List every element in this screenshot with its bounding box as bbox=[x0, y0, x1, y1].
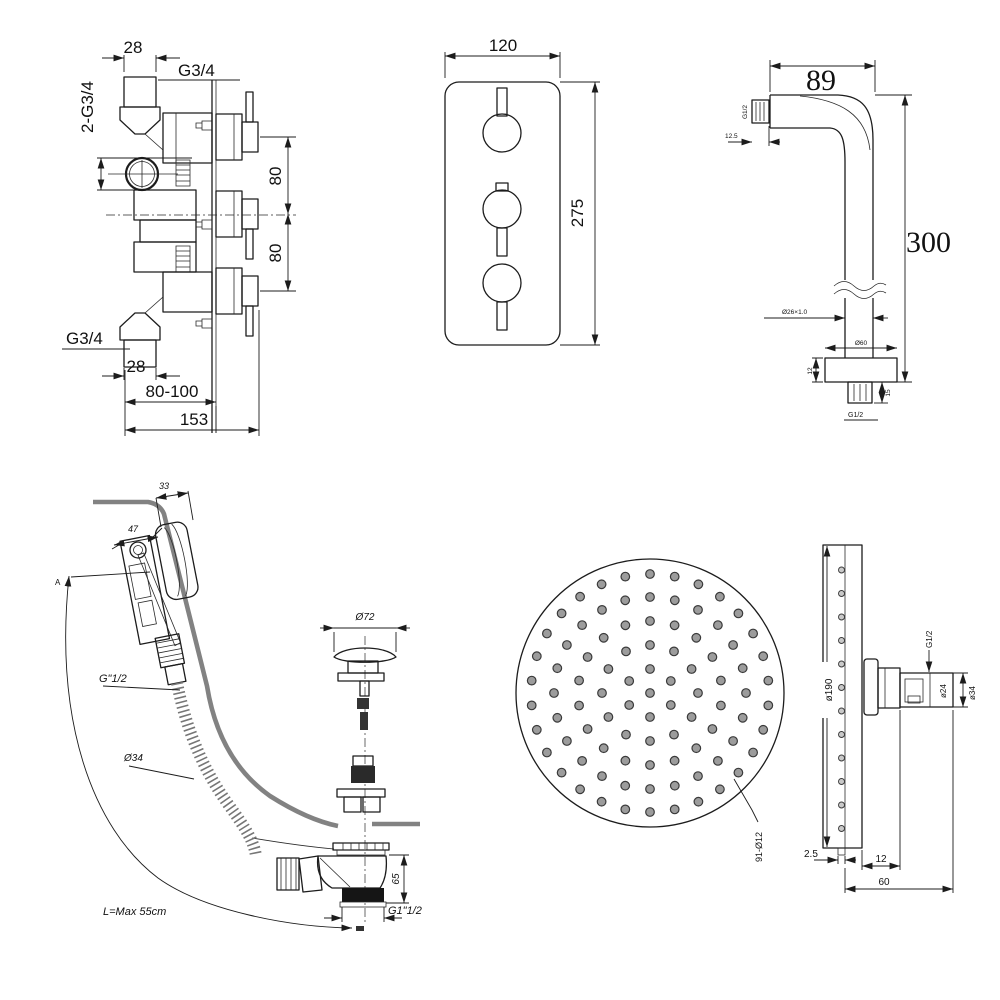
dim-120: 120 bbox=[489, 36, 517, 55]
dim-275: 275 bbox=[568, 199, 587, 227]
dim-head-dia-190: ø190 bbox=[824, 678, 835, 701]
dim-stub-15: 15 bbox=[885, 389, 892, 397]
dim-flange-h-12: 12 bbox=[807, 367, 814, 375]
valve-front-dimensions: 120 275 bbox=[444, 36, 600, 346]
valve-front-view-drawing: 120 275 bbox=[444, 36, 600, 346]
dim-153: 153 bbox=[180, 410, 208, 429]
thread-2xg34: 2-G3/4 bbox=[78, 81, 97, 133]
thread-g1-12-waste: G1"1/2 bbox=[388, 905, 422, 917]
dim-inner-24: ø24 bbox=[939, 684, 948, 698]
thread-g34-top: G3/4 bbox=[178, 61, 215, 80]
dim-28-bottom: 28 bbox=[127, 357, 146, 376]
valve-side-dimensions: 28 G3/4 2-G3/4 80 80 G3/4 28 80-100 153 bbox=[62, 38, 296, 436]
bath-filler-dimensions: 33 47 A G"1/2 Ø34 L=Max 55cm Ø72 65 G1"1… bbox=[55, 481, 422, 932]
dim-hose-34: Ø34 bbox=[123, 753, 143, 764]
valve-side-handles bbox=[215, 91, 259, 337]
dim-nozzles-91x12: 91-Ø12 bbox=[754, 832, 764, 862]
dim-outer-34: ø34 bbox=[968, 686, 977, 700]
dim-80-100: 80-100 bbox=[146, 382, 199, 401]
thread-g12-filler: G"1/2 bbox=[99, 673, 127, 685]
valve-front-body bbox=[444, 81, 561, 346]
section-marker-a: A bbox=[55, 578, 61, 587]
thread-g12-arm-wall: G1/2 bbox=[848, 412, 863, 419]
thread-g12-head: G1/2 bbox=[925, 630, 934, 648]
head-side-body bbox=[822, 544, 954, 856]
thread-g12-arm-outlet: G1/2 bbox=[742, 105, 749, 119]
dim-cap-72: Ø72 bbox=[355, 612, 375, 623]
shower-head-side-drawing: ø190 G1/2 ø24 ø34 2.5 12 60 bbox=[804, 544, 977, 893]
note-hose-length: L=Max 55cm bbox=[103, 906, 166, 918]
dim-waste-65: 65 bbox=[391, 873, 402, 885]
thread-g34-bottom: G3/4 bbox=[66, 329, 103, 348]
head-side-dimensions: ø190 G1/2 ø24 ø34 2.5 12 60 bbox=[804, 546, 977, 893]
dim-80-lower: 80 bbox=[266, 244, 285, 263]
dim-89: 89 bbox=[806, 64, 836, 97]
dim-bracket-12: 12 bbox=[875, 854, 887, 865]
dim-47: 47 bbox=[128, 524, 139, 534]
head-face-dimensions: 91-Ø12 bbox=[733, 778, 764, 862]
head-face-outline bbox=[515, 558, 785, 828]
valve-side-body bbox=[106, 76, 296, 433]
dim-12-5: 12.5 bbox=[725, 133, 738, 140]
nozzle-bumps bbox=[838, 566, 845, 832]
dim-300: 300 bbox=[906, 226, 951, 259]
dim-depth-60: 60 bbox=[878, 877, 890, 888]
shower-head-face-drawing: 91-Ø12 bbox=[515, 558, 785, 862]
dim-tube-26: Ø26×1.0 bbox=[782, 309, 808, 316]
shower-arm-dimensions: 89 G1/2 12.5 Ø26×1.0 Ø60 12 15 G1/2 300 bbox=[725, 60, 951, 421]
bath-filler-waste-drawing: 33 47 A G"1/2 Ø34 L=Max 55cm Ø72 65 G1"1… bbox=[55, 481, 422, 932]
shower-arm-body bbox=[751, 94, 898, 404]
dim-28-top: 28 bbox=[124, 38, 143, 57]
dim-lip-2-5: 2.5 bbox=[804, 849, 818, 860]
dim-80-upper: 80 bbox=[266, 167, 285, 186]
dim-flange-60: Ø60 bbox=[855, 340, 868, 347]
nozzle-holes bbox=[526, 569, 774, 817]
waste-trap-assembly bbox=[276, 636, 397, 931]
shower-arm-drawing: 89 G1/2 12.5 Ø26×1.0 Ø60 12 15 G1/2 300 bbox=[725, 60, 951, 421]
valve-side-view-drawing: 28 G3/4 2-G3/4 80 80 G3/4 28 80-100 153 bbox=[62, 38, 296, 436]
dim-33: 33 bbox=[159, 481, 169, 491]
